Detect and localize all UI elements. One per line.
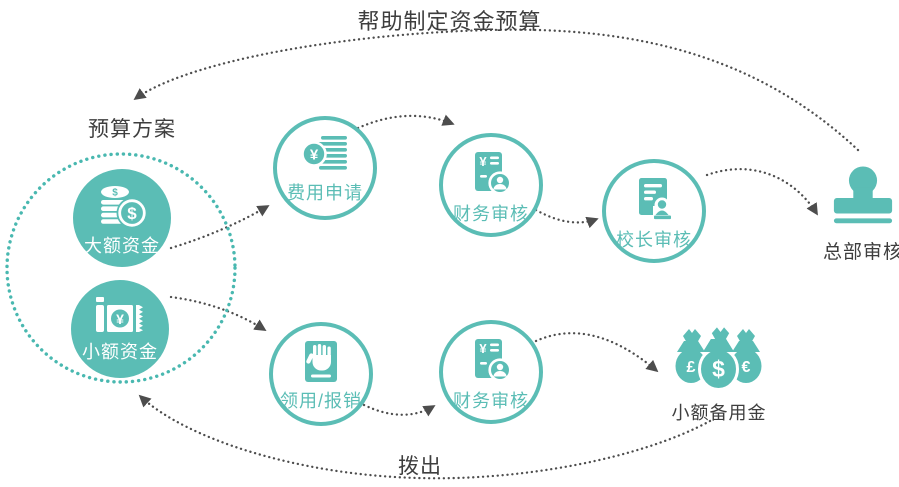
svg-text:$: $ [712,356,725,382]
node-label: 领用/报销 [279,391,362,411]
invoice-person-icon: ¥ [468,338,514,384]
node-petty-cash: £ € $ 小额备用金 [666,322,772,425]
node-expense-apply: ¥ 费用申请 [273,116,377,220]
svg-text:¥: ¥ [479,341,487,356]
disburse-label: 拨出 [398,455,442,478]
node-label: 财务审核 [453,204,529,224]
svg-text:$: $ [127,204,137,223]
node-label: 校长审核 [616,230,692,250]
banknote-icon: ¥ [94,295,146,335]
document-person-icon [631,177,677,223]
node-small-funds: ¥ 小额资金 [71,280,169,378]
hand-document-icon [300,340,342,384]
help-budget-label: 帮助制定资金预算 [357,9,542,34]
node-label: 小额备用金 [671,403,767,423]
node-finance-review-top: ¥ 财务审核 [439,133,543,237]
node-principal-review: 校长审核 [602,159,706,263]
connector-apply-to-finance [356,114,455,130]
svg-text:$: $ [112,188,118,199]
node-label: 总部审核 [823,242,899,263]
node-label: 费用申请 [287,183,363,203]
budget-dotted-circle [5,152,237,384]
connector-hq-to-budget [133,28,860,152]
node-large-funds: $ $ 大额资金 [73,169,171,267]
coins-icon: $ $ [97,184,148,229]
svg-text:¥: ¥ [116,311,124,327]
svg-text:€: € [742,359,751,376]
list-coin-icon: ¥ [301,134,349,176]
node-finance-review-bottom: ¥ 财务审核 [439,320,543,424]
budget-plan-title: 预算方案 [88,118,176,141]
money-bags-icon: £ € $ [670,322,768,392]
connector-principal-to-hq [705,167,819,216]
node-label: 小额资金 [82,342,158,362]
connector-finance-to-pettycash [534,332,659,373]
svg-text:£: £ [687,359,696,376]
connector-claim-to-finance [362,403,436,417]
connector-finance-to-principal [534,208,599,229]
invoice-person-icon: ¥ [468,151,514,197]
connector-large-to-apply [169,204,270,250]
node-label: 财务审核 [453,391,529,411]
node-label: 大额资金 [84,236,160,256]
svg-text:¥: ¥ [479,154,487,169]
node-claim-reimburse: 领用/报销 [269,322,373,426]
stamp-icon [827,166,899,230]
node-hq-review: 总部审核 [823,166,899,264]
svg-text:¥: ¥ [310,147,319,164]
connector-small-to-claim [169,295,267,332]
